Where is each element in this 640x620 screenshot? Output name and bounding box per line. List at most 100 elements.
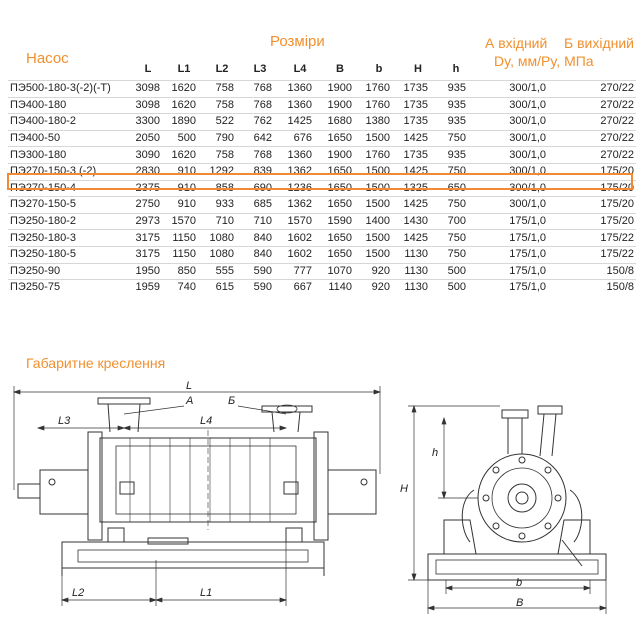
dimension-cell-H: 1425	[392, 196, 430, 214]
inlet-cell: 175/1,0	[468, 279, 548, 296]
outlet-cell: 270/22	[548, 80, 636, 98]
dimension-cell-b: 1500	[354, 245, 392, 264]
outlet-cell: 150/8	[548, 262, 636, 280]
outlet-cell: 175/22	[548, 245, 636, 264]
col-header-H: H	[414, 63, 422, 75]
dim-label-h: h	[432, 447, 438, 459]
dimension-cell-L2: 1080	[198, 229, 236, 247]
inlet-cell: 300/1,0	[468, 96, 548, 114]
outlet-cell: 175/20	[548, 196, 636, 214]
dim-label-B: B	[516, 597, 523, 609]
col-header-h: h	[452, 63, 460, 75]
dimension-cell-b: 1760	[354, 80, 392, 98]
col-header-L3: L3	[253, 63, 267, 75]
dimension-cell-L3: 840	[236, 245, 274, 264]
col-header-B: B	[336, 63, 344, 75]
dimension-cell-h: 935	[430, 146, 468, 164]
dimension-cell-L2: 758	[198, 80, 236, 98]
inlet-cell: 300/1,0	[468, 162, 548, 181]
dim-label-L: L	[186, 380, 192, 392]
dimension-cell-L: 3098	[126, 80, 162, 98]
inlet-cell: 300/1,0	[468, 196, 548, 214]
inlet-cell: 175/1,0	[468, 212, 548, 230]
dimension-cell-L: 2830	[126, 162, 162, 181]
dimension-cell-L1: 1890	[162, 113, 198, 131]
dimension-cell-H: 1735	[392, 146, 430, 164]
dimension-cell-B: 1650	[314, 245, 354, 264]
dimension-cell-L2: 758	[198, 146, 236, 164]
dim-label-L1: L1	[200, 587, 212, 599]
pump-model-cell: ПЭ500-180-3(-2)(-Т)	[8, 80, 126, 98]
inlet-cell: 300/1,0	[468, 113, 548, 131]
dimension-cell-b: 920	[354, 279, 392, 296]
outlet-cell: 270/22	[548, 129, 636, 147]
front-view-dimensions	[408, 404, 608, 614]
dimension-cell-L1: 1620	[162, 96, 198, 114]
dimension-cell-L4: 1362	[274, 196, 314, 214]
dimension-cell-L2: 710	[198, 212, 236, 230]
pump-model-cell: ПЭ250-75	[8, 279, 126, 296]
dimension-cell-L2: 790	[198, 129, 236, 147]
dimension-cell-B: 1650	[314, 196, 354, 214]
dimension-cell-H: 1430	[392, 212, 430, 230]
dimension-cell-H: 1130	[392, 262, 430, 280]
inlet-cell: 300/1,0	[468, 80, 548, 98]
outlet-cell: 150/8	[548, 279, 636, 296]
dimension-cell-b: 1380	[354, 113, 392, 131]
pump-model-cell: ПЭ400-180	[8, 96, 126, 114]
dimension-drawing: L L3 L4 А Б L2 L1 H h b B	[12, 380, 608, 614]
outlet-cell: 175/20	[548, 212, 636, 230]
dimension-cell-L3: 762	[236, 113, 274, 131]
dim-label-B-cyr: Б	[228, 395, 235, 407]
dimension-cell-L4: 1360	[274, 80, 314, 98]
dimension-cell-b: 920	[354, 262, 392, 280]
pump-model-cell: ПЭ250-180-3	[8, 229, 126, 247]
inlet-header: А вхідний	[485, 35, 548, 51]
pump-model-cell: ПЭ400-50	[8, 129, 126, 147]
dimension-cell-B: 1590	[314, 212, 354, 230]
dimension-cell-L: 1950	[126, 262, 162, 280]
dimension-cell-b: 1500	[354, 196, 392, 214]
dimension-cell-L2: 555	[198, 262, 236, 280]
dimensions-header: Розміри	[270, 33, 325, 50]
dim-label-L3: L3	[58, 415, 71, 427]
pump-model-cell: ПЭ270-150-5	[8, 196, 126, 214]
inlet-cell: 300/1,0	[468, 146, 548, 164]
inlet-cell: 300/1,0	[468, 129, 548, 147]
dimension-cell-L3: 642	[236, 129, 274, 147]
dimension-cell-L: 2973	[126, 212, 162, 230]
dimension-cell-L1: 1620	[162, 146, 198, 164]
inlet-cell: 175/1,0	[468, 262, 548, 280]
dimension-cell-L4: 1602	[274, 245, 314, 264]
dimension-cell-b: 1500	[354, 129, 392, 147]
dimension-cell-H: 1130	[392, 279, 430, 296]
dimension-cell-H: 1735	[392, 113, 430, 131]
dimension-cell-L: 3090	[126, 146, 162, 164]
dimension-cell-L2: 758	[198, 96, 236, 114]
dimension-cell-h: 750	[430, 196, 468, 214]
dimension-cell-b: 1500	[354, 162, 392, 181]
dimension-cell-h: 935	[430, 96, 468, 114]
dimension-cell-L: 3098	[126, 96, 162, 114]
dimension-cell-L: 3175	[126, 245, 162, 264]
dimension-cell-h: 935	[430, 113, 468, 131]
col-header-L2: L2	[215, 63, 229, 75]
dimension-cell-h: 750	[430, 229, 468, 247]
outlet-cell: 175/22	[548, 229, 636, 247]
pump-model-cell: ПЭ250-90	[8, 262, 126, 280]
outlet-cell: 175/20	[548, 162, 636, 181]
col-header-L: L	[144, 63, 152, 75]
dimension-cell-L4: 1570	[274, 212, 314, 230]
dimension-cell-L1: 910	[162, 196, 198, 214]
pump-model-cell: ПЭ400-180-2	[8, 113, 126, 131]
dimension-cell-B: 1680	[314, 113, 354, 131]
dimension-cell-h: 500	[430, 262, 468, 280]
dimension-cell-L1: 1570	[162, 212, 198, 230]
dimension-cell-L: 3175	[126, 229, 162, 247]
